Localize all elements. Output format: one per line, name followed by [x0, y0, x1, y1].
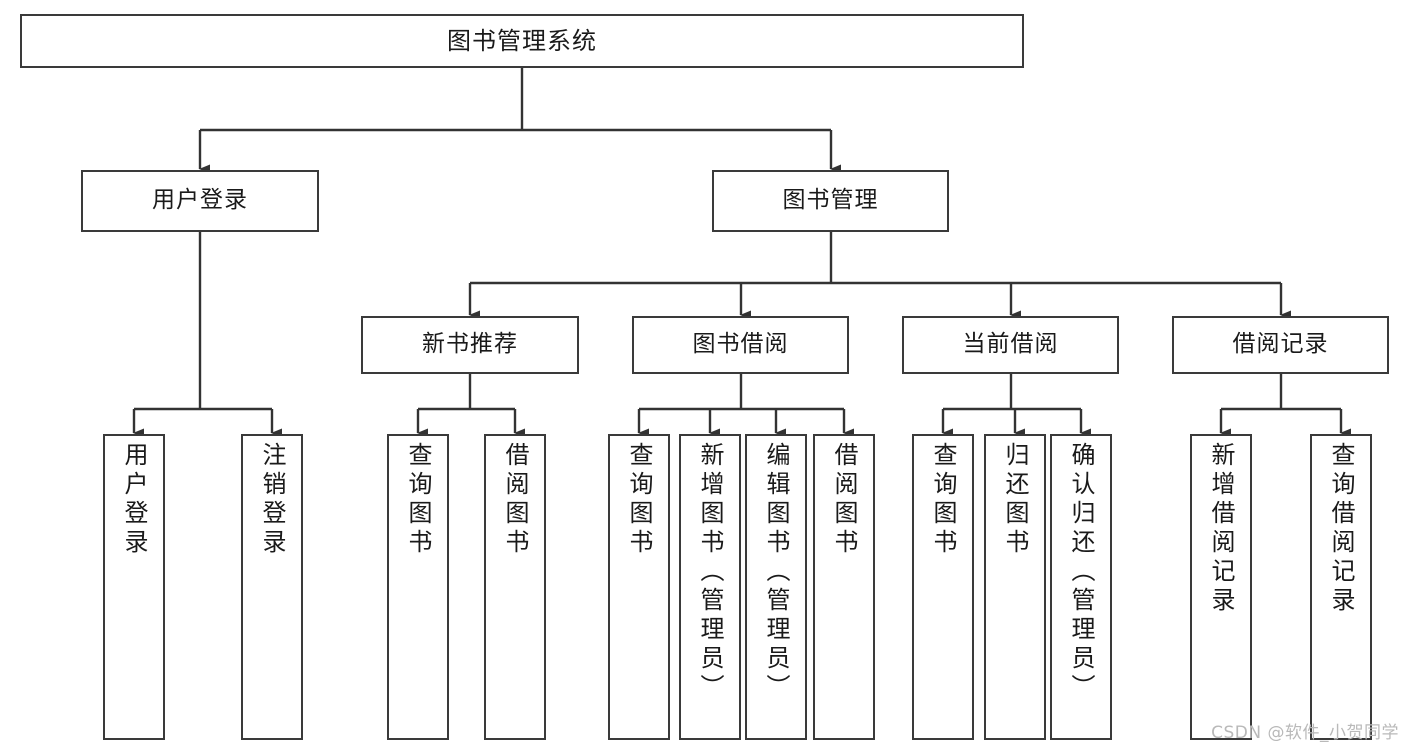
node-label-leaf-login-1: 用户登录	[120, 442, 148, 558]
node-label-newbook: 新书推荐	[422, 331, 518, 358]
node-login[interactable]: 用户登录	[81, 170, 319, 232]
node-current[interactable]: 当前借阅	[902, 316, 1119, 374]
node-leaf-login-2[interactable]: 注销登录	[241, 434, 303, 740]
node-label-records: 借阅记录	[1232, 331, 1329, 358]
node-leaf-cur-1[interactable]: 查询图书	[912, 434, 974, 740]
node-label-leaf-bor-3: 编辑图书（管理员）	[762, 442, 790, 703]
node-label-leaf-cur-2: 归还图书	[1001, 442, 1029, 558]
node-bookmgmt[interactable]: 图书管理	[712, 170, 949, 232]
node-label-leaf-new-2: 借阅图书	[501, 442, 529, 558]
node-newbook[interactable]: 新书推荐	[361, 316, 579, 374]
node-label-leaf-new-1: 查询图书	[404, 442, 432, 558]
csdn-watermark: CSDN @软件_小贺同学	[1211, 723, 1399, 743]
node-label-leaf-bor-1: 查询图书	[625, 442, 653, 558]
node-label-root: 图书管理系统	[447, 26, 597, 55]
node-leaf-new-1[interactable]: 查询图书	[387, 434, 449, 740]
node-leaf-bor-1[interactable]: 查询图书	[608, 434, 670, 740]
node-leaf-cur-3[interactable]: 确认归还（管理员）	[1050, 434, 1112, 740]
node-root[interactable]: 图书管理系统	[20, 14, 1024, 68]
node-label-bookmgmt: 图书管理	[782, 187, 879, 214]
node-label-leaf-login-2: 注销登录	[258, 442, 286, 558]
node-leaf-cur-2[interactable]: 归还图书	[984, 434, 1046, 740]
node-label-leaf-bor-4: 借阅图书	[830, 442, 858, 558]
node-label-leaf-rec-2: 查询借阅记录	[1327, 442, 1355, 616]
node-label-leaf-bor-2: 新增图书（管理员）	[696, 442, 724, 703]
node-label-leaf-cur-3: 确认归还（管理员）	[1067, 442, 1095, 703]
node-leaf-rec-2[interactable]: 查询借阅记录	[1310, 434, 1372, 740]
node-label-current: 当前借阅	[962, 331, 1059, 358]
node-leaf-bor-3[interactable]: 编辑图书（管理员）	[745, 434, 807, 740]
node-leaf-new-2[interactable]: 借阅图书	[484, 434, 546, 740]
node-leaf-bor-4[interactable]: 借阅图书	[813, 434, 875, 740]
node-label-login: 用户登录	[152, 187, 248, 214]
node-leaf-login-1[interactable]: 用户登录	[103, 434, 165, 740]
node-borrow[interactable]: 图书借阅	[632, 316, 849, 374]
node-records[interactable]: 借阅记录	[1172, 316, 1389, 374]
node-label-leaf-cur-1: 查询图书	[929, 442, 957, 558]
node-label-leaf-rec-1: 新增借阅记录	[1207, 442, 1235, 616]
node-label-borrow: 图书借阅	[692, 331, 789, 358]
node-leaf-rec-1[interactable]: 新增借阅记录	[1190, 434, 1252, 740]
node-leaf-bor-2[interactable]: 新增图书（管理员）	[679, 434, 741, 740]
